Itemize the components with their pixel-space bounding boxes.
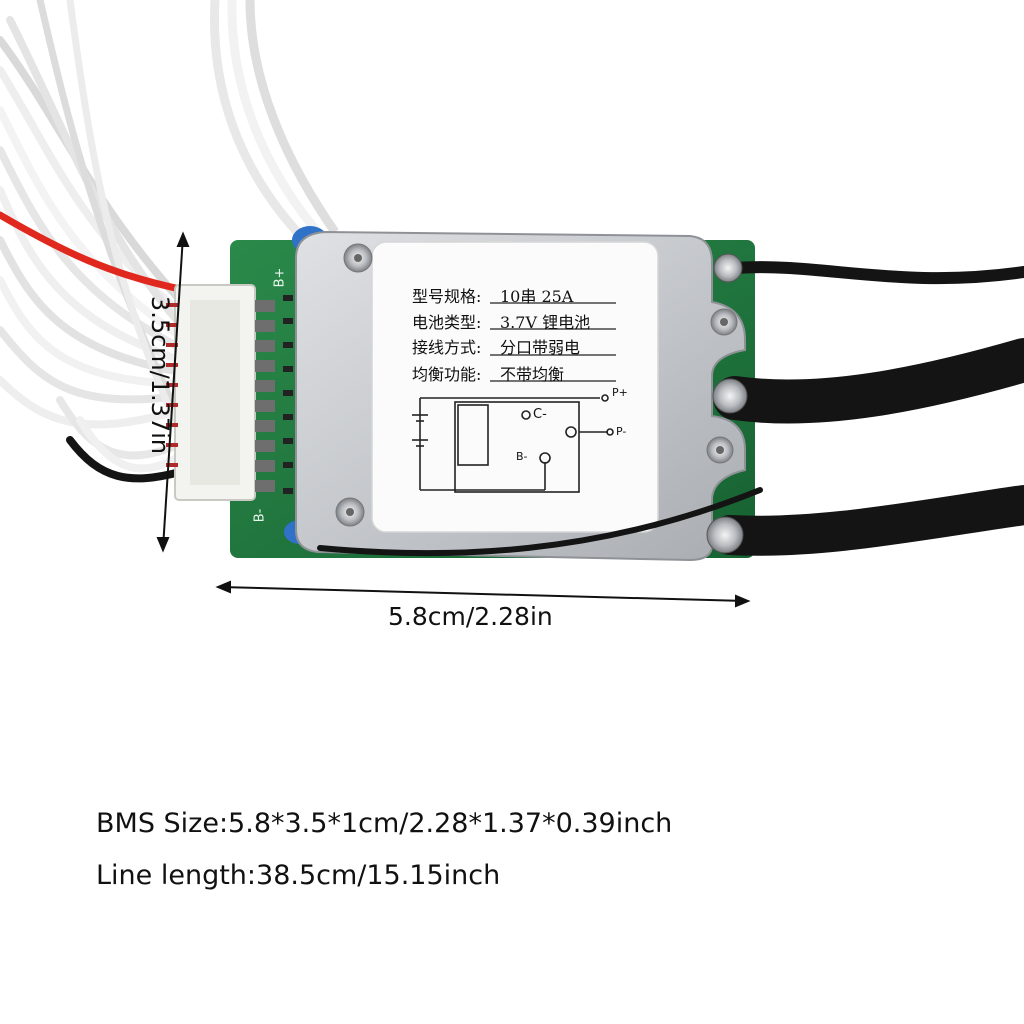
schematic-p-plus: P+ [612, 386, 628, 399]
wiring-schematic [412, 394, 614, 493]
pcb-b-plus-label: B+ [272, 267, 288, 288]
power-cables [317, 261, 1024, 557]
cable-terminals [706, 253, 748, 554]
pcb-b-minus-label: B- [252, 508, 268, 523]
schematic-c-minus: C- [533, 407, 547, 422]
b-plus-wires [209, 0, 339, 239]
label-wiring-key: 接线方式: [412, 338, 482, 357]
dimension-arrows [156, 231, 751, 608]
balance-wires [0, 0, 189, 483]
bms-size-text: BMS Size:5.8*3.5*1cm/2.28*1.37*0.39inch [96, 808, 673, 839]
height-dimension-label: 3.5cm/1.37in [146, 295, 174, 455]
label-battery-key: 电池类型: [412, 313, 482, 332]
label-model-key: 型号规格: [412, 287, 482, 306]
label-wiring-value: 分口带弱电 [500, 338, 581, 357]
label-model-value: 10串 25A [500, 287, 574, 306]
schematic-p-minus: P- [616, 425, 627, 438]
width-dimension-label: 5.8cm/2.28in [388, 602, 553, 631]
label-balance-key: 均衡功能: [412, 365, 482, 384]
label-balance-value: 不带均衡 [500, 365, 565, 384]
spec-label-sticker [371, 241, 659, 533]
label-underlines [490, 302, 616, 382]
label-battery-value: 3.7V 锂电池 [500, 313, 591, 332]
balance-connector [166, 284, 275, 501]
screws [335, 243, 738, 527]
schematic-b-minus: B- [516, 450, 528, 463]
line-length-text: Line length:38.5cm/15.15inch [96, 860, 501, 891]
